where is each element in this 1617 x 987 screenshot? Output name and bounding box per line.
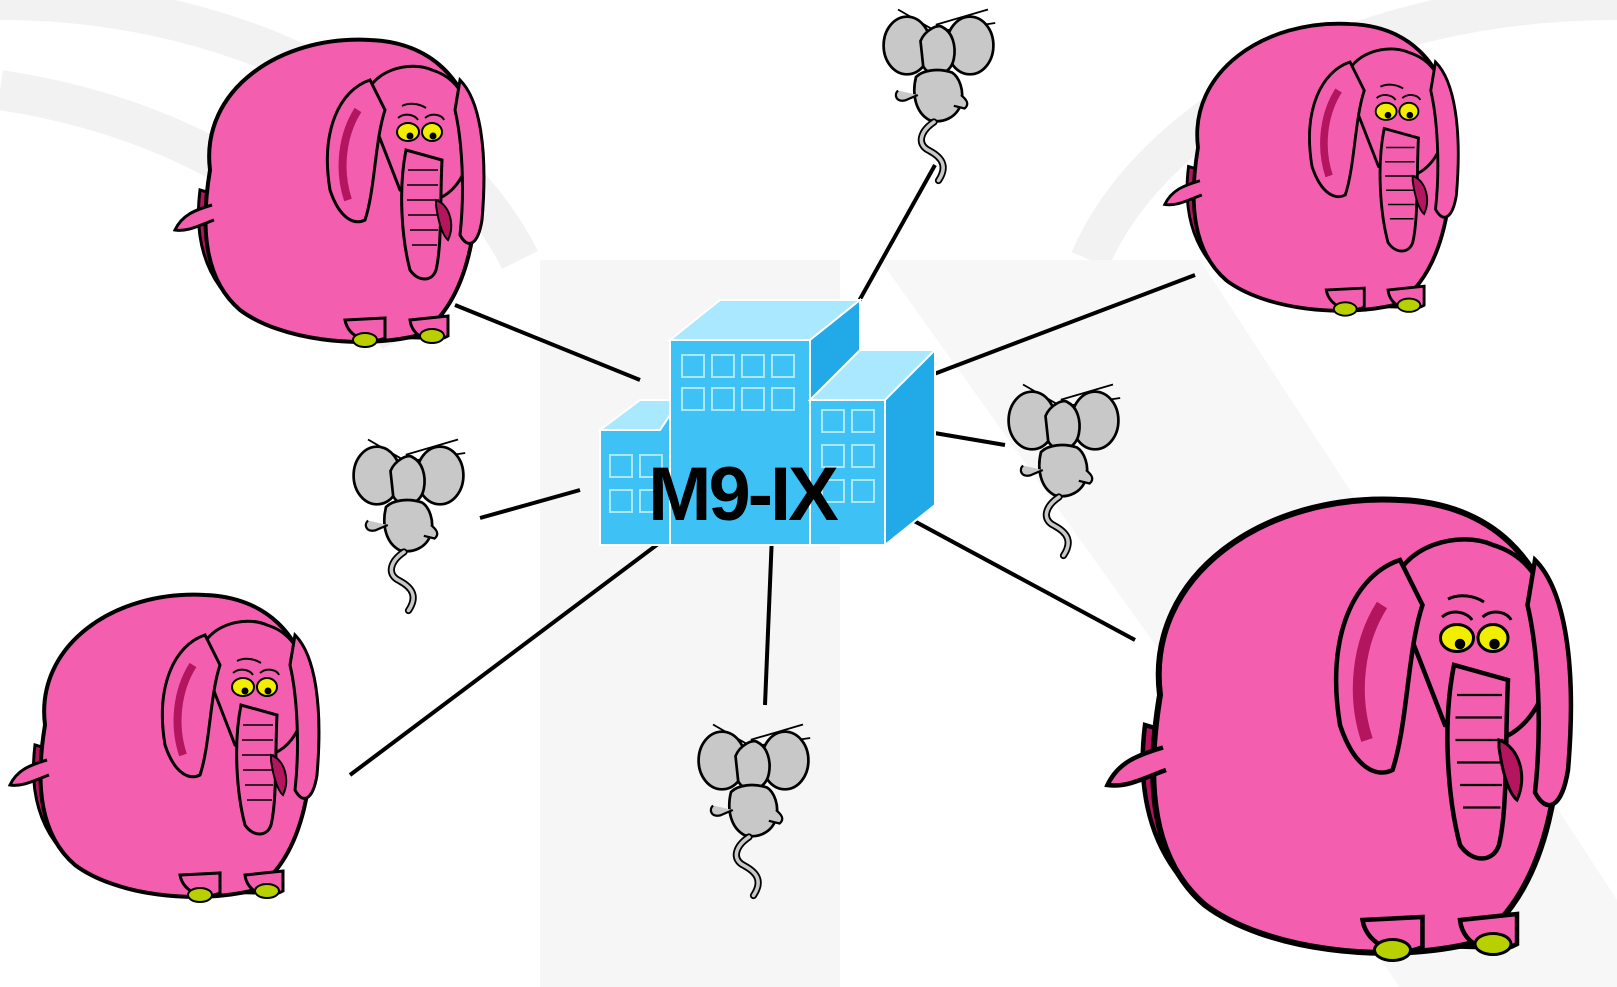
mouse-icon — [354, 440, 466, 611]
mouse-icon — [884, 10, 996, 181]
elephant-icon — [10, 595, 319, 902]
elephant-icon — [175, 40, 484, 347]
building-icon — [597, 297, 938, 548]
hub-building: M9-IX — [597, 297, 938, 548]
elephant-icon — [1165, 24, 1459, 316]
link-hub-to-elephant-bottom-right — [889, 506, 1136, 642]
elephant-top-right — [1165, 24, 1459, 316]
link-hub-to-elephant-bottom-left — [348, 533, 672, 777]
elephant-bottom-left — [10, 595, 319, 902]
link-hub-to-mouse-bottom — [763, 534, 774, 706]
link-hub-to-elephant-top-right — [904, 273, 1196, 387]
elephant-top-left — [175, 40, 484, 347]
link-hub-to-mouse-left — [479, 488, 581, 520]
mouse-left — [354, 440, 466, 611]
mouse-top — [884, 10, 996, 181]
hub-label: M9-IX — [648, 452, 839, 537]
link-hub-to-elephant-top-left — [454, 303, 641, 382]
